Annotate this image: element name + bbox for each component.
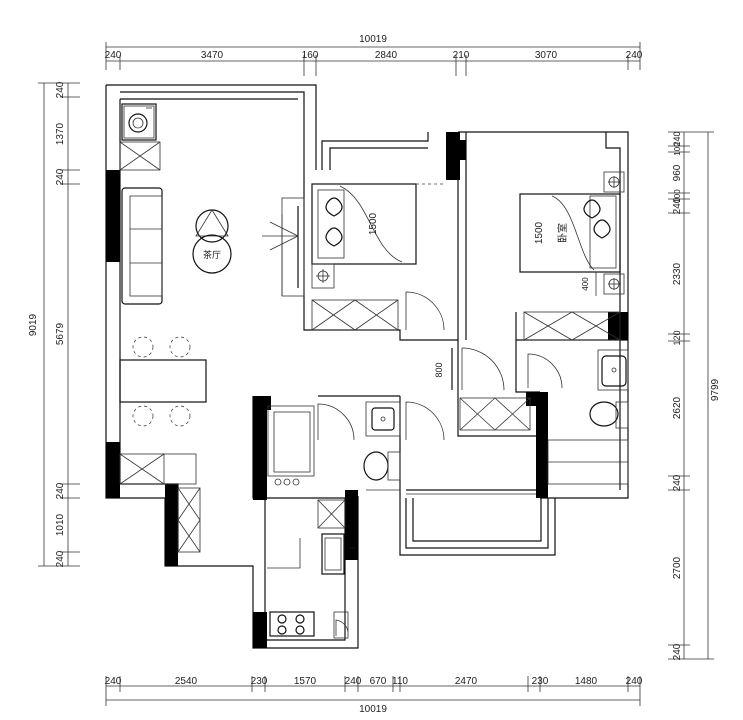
left-seg-2: 240: [55, 168, 66, 185]
bottom-seg-9: 1480: [575, 676, 598, 687]
bottom-seg-10: 240: [626, 676, 643, 687]
top-seg-5: 3070: [535, 50, 558, 61]
left-dimension: 9019 240 1370 240 5679 240 1010 240: [28, 81, 80, 567]
dining-table-icon: [119, 336, 207, 427]
second-nightstand-bottom: [603, 273, 625, 295]
corridor-door: [451, 347, 505, 391]
left-seg-0: 240: [55, 81, 66, 98]
sofa-icon: [121, 187, 163, 305]
bottom-seg-5: 670: [370, 676, 387, 687]
bathroom-center: [267, 401, 445, 486]
left-seg-5: 1010: [55, 513, 66, 536]
walls-outline: [105, 84, 629, 649]
top-seg-0: 240: [105, 50, 122, 61]
bathroom-right: [527, 349, 629, 485]
top-dimension: 10019 240 3470 160 2840 210 3070 240: [105, 34, 643, 76]
bottom-seg-2: 230: [251, 676, 268, 687]
bottom-dimension: 240 2540 230 1570 240 670 110 2470 230 1…: [105, 676, 643, 715]
right-seg-10: 240: [672, 643, 683, 660]
second-nightstand-top: [603, 171, 625, 193]
right-seg-7: 2620: [672, 396, 683, 419]
kitchen: [267, 499, 356, 639]
right-dimension: 9799 240 100 960 100 240 2330 120 2620 2…: [668, 131, 721, 660]
bottom-seg-8: 230: [532, 676, 549, 687]
bottom-seg-6: 110: [392, 676, 408, 687]
right-seg-6: 120: [672, 330, 682, 345]
top-seg-6: 240: [626, 50, 643, 61]
master-bed-icon: [311, 183, 446, 265]
washing-machine-icon: [121, 103, 157, 141]
bottom-seg-7: 2470: [455, 676, 478, 687]
right-seg-5: 2330: [672, 262, 683, 285]
master-wardrobe: [311, 299, 399, 331]
right-seg-1: 100: [673, 142, 682, 156]
left-total-label: 9019: [28, 313, 39, 336]
second-wardrobe: [523, 311, 621, 341]
bottom-seg-3: 1570: [294, 676, 317, 687]
left-seg-1: 1370: [55, 122, 66, 145]
right-seg-0: 240: [672, 131, 682, 146]
bottom-seg-0: 240: [105, 676, 122, 687]
tea-table-label: 茶厅: [203, 249, 221, 260]
top-seg-1: 3470: [201, 50, 224, 61]
solid-walls: [106, 132, 628, 648]
corridor-width: 800: [434, 362, 444, 377]
tv-cabinet: [262, 197, 305, 297]
right-seg-3: 100: [673, 189, 682, 203]
master-bed-size: 1500: [368, 212, 379, 235]
top-seg-2: 160: [302, 50, 319, 61]
right-total-label: 9799: [710, 378, 721, 401]
left-seg-3: 5679: [55, 322, 66, 345]
master-door: [405, 291, 445, 331]
left-seg-4: 240: [55, 482, 66, 499]
bottom-seg-4: 240: [345, 676, 362, 687]
right-seg-2: 960: [672, 164, 683, 181]
left-seg-6: 240: [55, 550, 66, 567]
master-nightstand: [311, 263, 335, 289]
utility-cabinet: [119, 141, 161, 171]
top-seg-3: 2840: [375, 50, 398, 61]
second-bed-size: 1500: [534, 221, 545, 244]
right-seg-8: 240: [672, 474, 683, 491]
balcony-door: [366, 489, 536, 495]
bottom-total-label: 10019: [359, 704, 387, 715]
top-seg-4: 210: [453, 50, 470, 61]
tea-table-icon: [192, 209, 232, 274]
top-total-label: 10019: [359, 34, 387, 45]
shoe-cabinet: [177, 487, 201, 553]
second-bed-text: 卧室: [556, 223, 569, 243]
right-seg-4: 240: [672, 197, 683, 214]
corridor-cabinet: [459, 397, 531, 431]
closet-size: 400: [581, 277, 590, 291]
bottom-seg-1: 2540: [175, 676, 198, 687]
storage-cabinet: [119, 453, 197, 485]
right-seg-9: 2700: [672, 556, 683, 579]
second-bed-icon: [519, 193, 621, 273]
